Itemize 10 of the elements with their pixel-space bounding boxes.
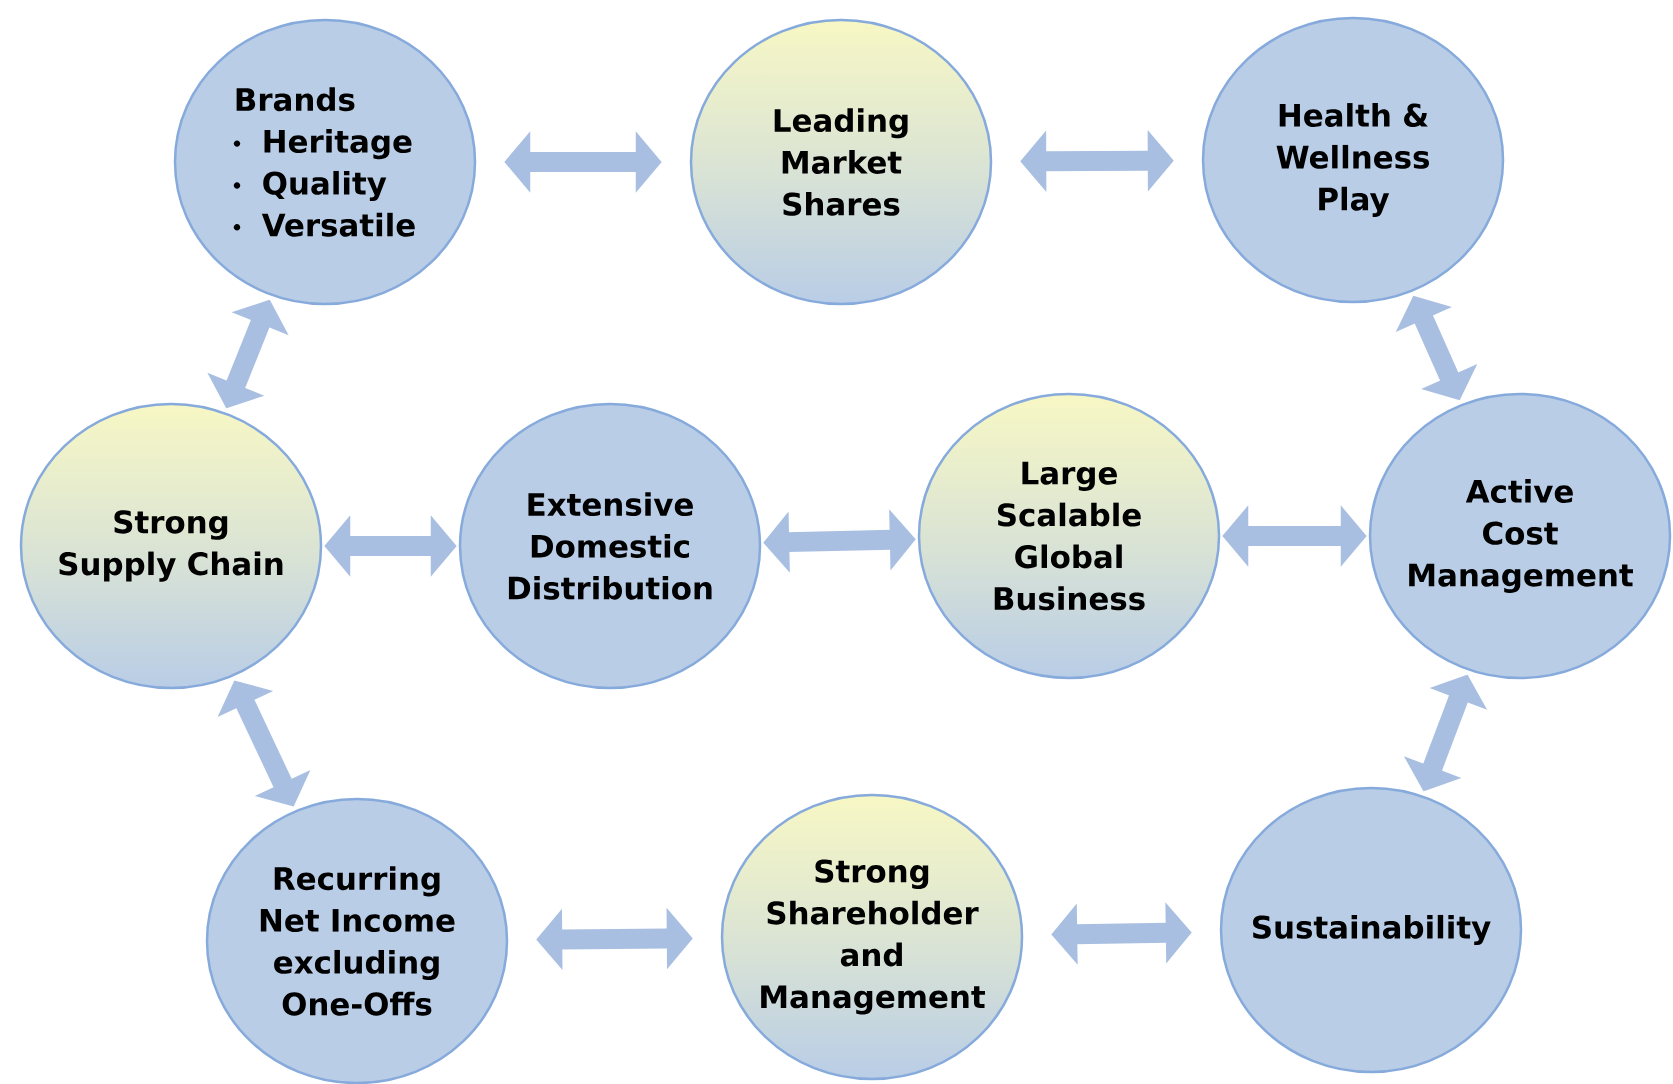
circle-node: Brands Heritage Quality Versatile: [173, 18, 477, 306]
circle-node: Strong Shareholder and Management: [720, 793, 1024, 1081]
circle-node: Recurring Net Income excluding One-Offs: [205, 797, 509, 1084]
circle-node: Active Cost Management: [1368, 392, 1672, 680]
circle-node: Health & Wellness Play: [1201, 16, 1505, 304]
circle-node: Large Scalable Global Business: [917, 392, 1221, 680]
circle-node: Extensive Domestic Distribution: [458, 402, 762, 690]
circle-node: Leading Market Shares: [689, 18, 993, 306]
circle-node: Strong Supply Chain: [19, 402, 323, 690]
circle-node: Sustainability: [1219, 786, 1523, 1074]
